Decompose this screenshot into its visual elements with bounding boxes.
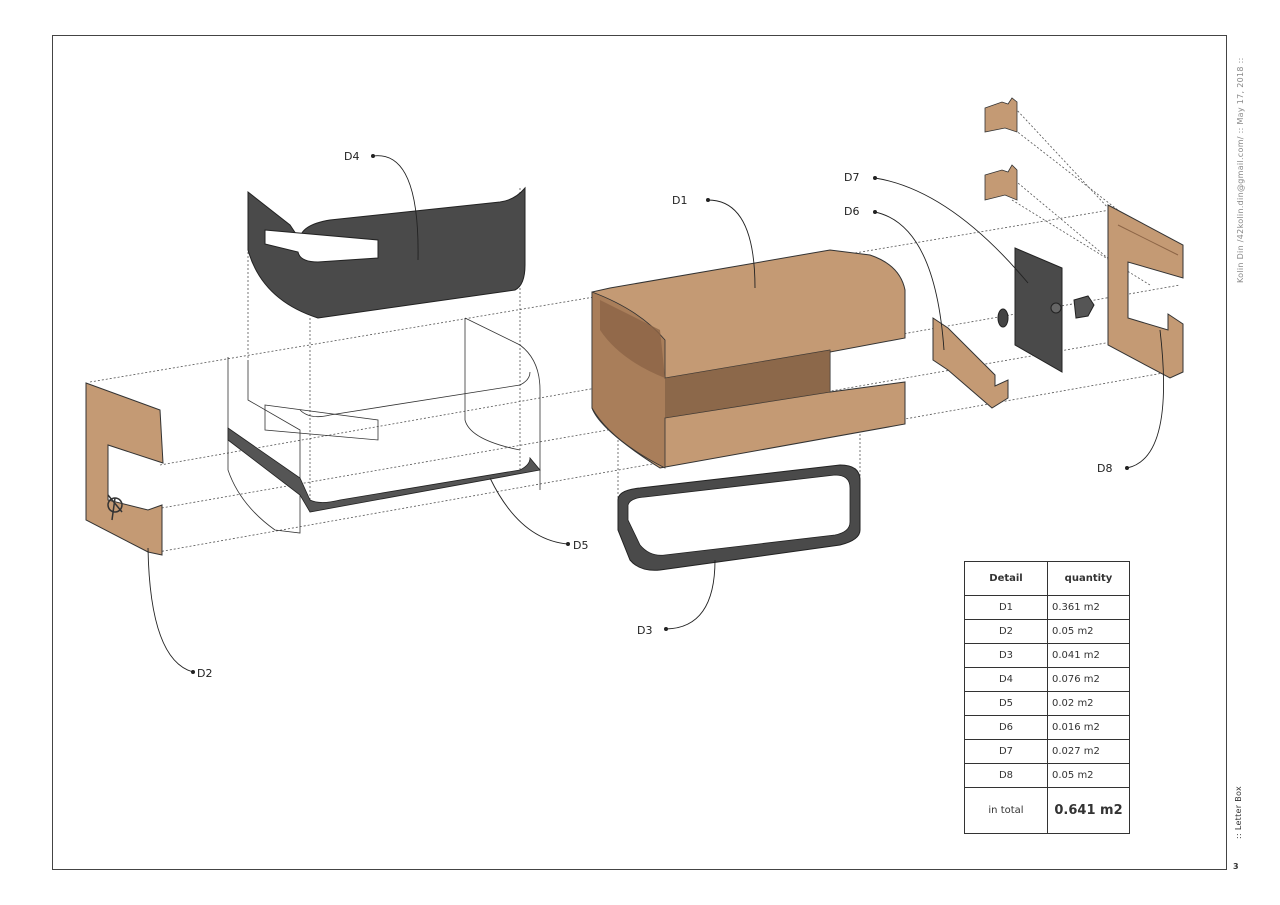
callout-leaders [147,155,1165,673]
drawing-sheet-frame [52,35,1227,870]
detail-cell: D8 [964,763,1048,788]
quantity-cell: 0.016 m2 [1047,715,1130,740]
quantity-cell: 0.361 m2 [1047,595,1130,620]
part-d3-bottom-ring [617,464,861,571]
document-title: :: Letter Box [1234,786,1243,839]
table-header-quantity: quantity [1047,561,1130,596]
detail-cell: D7 [964,739,1048,764]
callout-label-d3: D3 [637,624,652,637]
detail-cell: D2 [964,619,1048,644]
detail-cell: D1 [964,595,1048,620]
part-d7-lock-plate [997,247,1095,373]
part-d1-main-shell [591,249,906,469]
quantity-cell: 0.076 m2 [1047,667,1130,692]
part-d2-left-side-panel [85,382,164,556]
total-label: in total [964,787,1048,834]
page-number: 3 [1233,862,1239,871]
detail-cell: D5 [964,691,1048,716]
table-header-detail: Detail [964,561,1048,596]
quantity-cell: 0.027 m2 [1047,739,1130,764]
author-date-line: Kolin Din /42kolin.din@gmail.com/ :: May… [1236,57,1245,283]
quantity-cell: 0.02 m2 [1047,691,1130,716]
part-d5-frame-wireframe [227,317,541,534]
callout-label-d1: D1 [672,194,687,207]
quantity-cell: 0.05 m2 [1047,763,1130,788]
quantity-cell: 0.041 m2 [1047,643,1130,668]
detail-cell: D3 [964,643,1048,668]
callout-label-d5: D5 [573,539,588,552]
part-hinge-brackets [984,97,1018,201]
part-d6-bracket [932,317,1009,409]
detail-cell: D6 [964,715,1048,740]
total-value: 0.641 m2 [1047,787,1130,834]
table-header-row: Detail quantity [964,561,1130,596]
callout-label-d2: D2 [197,667,212,680]
callout-label-d8: D8 [1097,462,1112,475]
callout-dots [191,154,1129,674]
quantity-cell: 0.05 m2 [1047,619,1130,644]
detail-cell: D4 [964,667,1048,692]
part-d5-base-plate [227,427,541,513]
callout-label-d6: D6 [844,205,859,218]
part-d4-top-cover [247,186,526,319]
callout-label-d7: D7 [844,171,859,184]
part-d8-right-side-panel [1107,204,1184,379]
callout-label-d4: D4 [344,150,359,163]
